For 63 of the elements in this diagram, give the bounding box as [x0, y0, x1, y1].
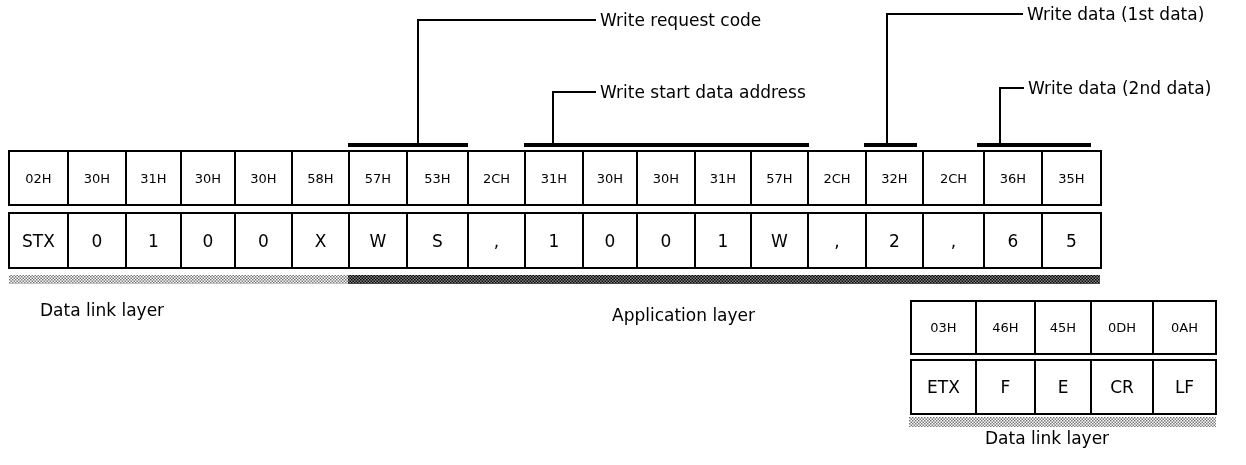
hex-code-cell: 30H [636, 150, 696, 206]
hex-code-cell: 31H [524, 150, 584, 206]
character-cell: 0 [67, 212, 127, 269]
character-cell: 0 [636, 212, 696, 269]
leader-line [552, 91, 597, 144]
character-cell: 2 [865, 212, 924, 269]
character-cell: 0 [582, 212, 638, 269]
character-cell: X [291, 212, 350, 269]
character-cell: LF [1152, 359, 1217, 415]
callout-text: Write request code [600, 10, 762, 30]
leader-line [999, 87, 1025, 144]
character-cell: STX [8, 212, 69, 269]
bracket-bar [977, 143, 1091, 147]
character-cell: S [406, 212, 469, 269]
character-cell: 0 [234, 212, 293, 269]
character-cell: 5 [1041, 212, 1102, 269]
character-cell: 1 [694, 212, 752, 269]
character-cell: 6 [983, 212, 1043, 269]
character-cell: 1 [524, 212, 584, 269]
hex-code-cell: 2CH [807, 150, 867, 206]
hex-code-cell: 45H [1034, 300, 1092, 355]
character-cell: ETX [910, 359, 977, 415]
hex-code-cell: 0AH [1152, 300, 1217, 355]
hex-code-cell: 2CH [922, 150, 985, 206]
character-cell: 1 [125, 212, 182, 269]
layer-label: Data link layer [985, 428, 1110, 448]
layer-label: Data link layer [40, 300, 165, 320]
hex-code-cell: 32H [865, 150, 924, 206]
hex-code-cell: 46H [975, 300, 1036, 355]
hex-code-cell: 35H [1041, 150, 1102, 206]
hex-code-cell: 58H [291, 150, 350, 206]
hex-code-cell: 53H [406, 150, 469, 206]
character-cell: W [348, 212, 408, 269]
hex-code-cell: 30H [234, 150, 293, 206]
hex-code-cell: 36H [983, 150, 1043, 206]
character-cell: , [922, 212, 985, 269]
hex-code-cell: 30H [67, 150, 127, 206]
leader-line [886, 13, 1024, 144]
character-cell: F [975, 359, 1036, 415]
layer-label: Application layer [612, 305, 756, 325]
hex-code-cell: 03H [910, 300, 977, 355]
callout-text: Write data (1st data) [1027, 4, 1205, 24]
character-cell: , [467, 212, 526, 269]
character-cell: CR [1090, 359, 1154, 415]
bracket-bar [348, 143, 468, 147]
callout-text: Write data (2nd data) [1028, 78, 1212, 98]
hex-code-cell: 57H [348, 150, 408, 206]
hex-code-cell: 30H [582, 150, 638, 206]
bracket-bar [524, 143, 809, 147]
hex-code-cell: 31H [694, 150, 752, 206]
hex-code-cell: 57H [750, 150, 809, 206]
hex-code-cell: 02H [8, 150, 69, 206]
hex-code-cell: 30H [180, 150, 236, 206]
hex-code-cell: 2CH [467, 150, 526, 206]
character-cell: , [807, 212, 867, 269]
character-cell: E [1034, 359, 1092, 415]
hex-code-cell: 31H [125, 150, 182, 206]
character-cell: W [750, 212, 809, 269]
hex-code-cell: 0DH [1090, 300, 1154, 355]
character-cell: 0 [180, 212, 236, 269]
leader-line [417, 19, 597, 144]
callout-text: Write start data address [600, 82, 806, 102]
bracket-bar [864, 143, 917, 147]
